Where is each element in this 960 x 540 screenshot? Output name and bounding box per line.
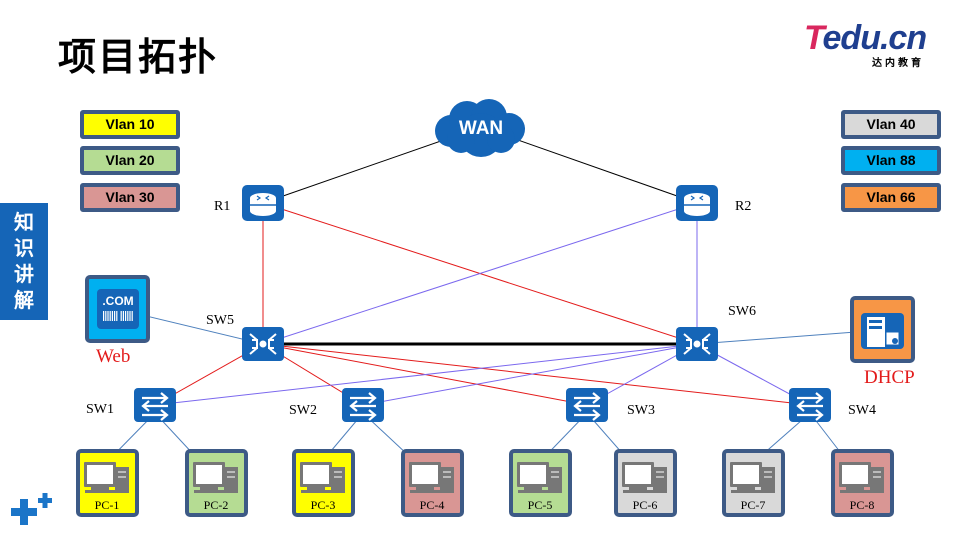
pc-6-icon[interactable]: PC-6: [614, 449, 677, 517]
legend-vlan-30: Vlan 30: [80, 183, 180, 212]
pc-label: PC-3: [311, 498, 336, 512]
web-server-icon[interactable]: .COM: [85, 275, 150, 343]
logo-subtitle: 达内教育: [872, 58, 924, 69]
label-sw2: SW2: [289, 403, 317, 418]
core-switch-sw6-icon[interactable]: [676, 327, 718, 361]
label-r2: R2: [735, 199, 752, 214]
label-web: Web: [96, 346, 131, 367]
legend-vlan-88: Vlan 88: [841, 146, 941, 175]
access-switch-sw3-icon[interactable]: [566, 388, 608, 422]
pc-label: PC-5: [528, 498, 553, 512]
label-r1: R1: [214, 199, 231, 214]
wan-cloud-icon[interactable]: WAN: [435, 99, 525, 157]
link-r2-sw5: [262, 202, 698, 345]
page-title: 项目拓扑: [58, 35, 219, 79]
logo-brand-rest: edu.cn: [822, 19, 928, 57]
pc-label: PC-2: [204, 498, 229, 512]
access-switch-sw1-icon[interactable]: [134, 388, 176, 422]
legend-vlan-20: Vlan 20: [80, 146, 180, 175]
plus-decoration-icon: [11, 493, 52, 525]
legend-vlan-40: Vlan 40: [841, 110, 941, 139]
label-dhcp: DHCP: [864, 367, 915, 388]
side-tab-char: 知: [14, 210, 34, 234]
label-sw1: SW1: [86, 402, 114, 417]
side-tab-char: 识: [14, 236, 34, 260]
web-icon-text: .COM: [102, 294, 133, 308]
tedu-logo: Tedu.cn 达内教育: [804, 18, 944, 69]
logo-brand: Tedu.cn: [804, 18, 928, 58]
pc-label: PC-1: [95, 498, 120, 512]
router-r2-icon[interactable]: [676, 185, 718, 221]
pc-1-icon[interactable]: PC-1: [76, 449, 139, 517]
pc-5-icon[interactable]: PC-5: [509, 449, 572, 517]
dhcp-server-icon[interactable]: [850, 296, 915, 363]
wan-label: WAN: [459, 118, 503, 139]
label-sw4: SW4: [848, 403, 876, 418]
pc-label: PC-6: [633, 498, 658, 512]
pc-2-icon[interactable]: PC-2: [185, 449, 248, 517]
router-r1-icon[interactable]: [242, 185, 284, 221]
logo-brand-t: T: [804, 19, 823, 57]
access-switch-sw2-icon[interactable]: [342, 388, 384, 422]
link-sw6-sw1: [154, 343, 698, 406]
side-tab-char: 讲: [14, 262, 34, 286]
pc-3-icon[interactable]: PC-3: [292, 449, 355, 517]
legend-vlan-10: Vlan 10: [80, 110, 180, 139]
knowledge-tab[interactable]: 知 识 讲 解: [0, 203, 48, 320]
core-switch-sw5-icon[interactable]: [242, 327, 284, 361]
legend-vlan-66: Vlan 66: [841, 183, 941, 212]
label-sw6: SW6: [728, 304, 756, 319]
pc-label: PC-4: [420, 498, 445, 512]
link-sw5-sw4: [262, 343, 811, 406]
label-sw5: SW5: [206, 313, 234, 328]
pc-label: PC-7: [741, 498, 766, 512]
pc-4-icon[interactable]: PC-4: [401, 449, 464, 517]
pc-label: PC-8: [850, 498, 875, 512]
label-sw3: SW3: [627, 403, 655, 418]
access-switch-sw4-icon[interactable]: [789, 388, 831, 422]
pc-7-icon[interactable]: PC-7: [722, 449, 785, 517]
pc-8-icon[interactable]: PC-8: [831, 449, 894, 517]
link-sw6-sw2: [362, 343, 698, 406]
side-tab-char: 解: [14, 288, 34, 312]
